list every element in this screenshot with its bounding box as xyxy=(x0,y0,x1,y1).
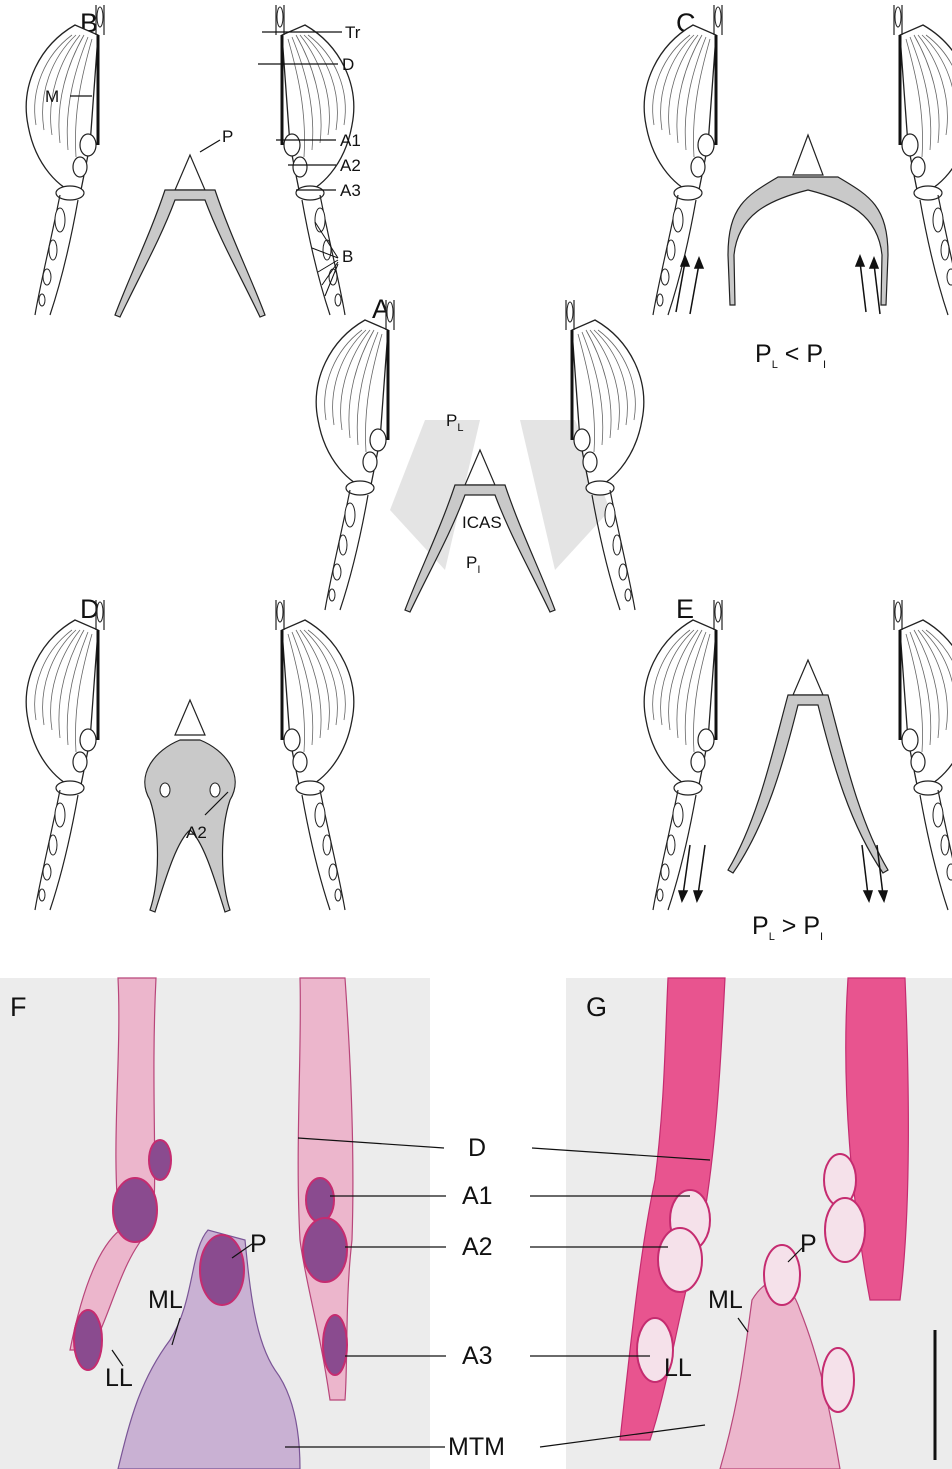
caption-c: PL < PI xyxy=(755,340,826,371)
g-cartilage-p xyxy=(764,1245,800,1305)
label-a1-fg: A1 xyxy=(462,1182,493,1210)
g-cartilage-r-3 xyxy=(822,1348,854,1412)
label-ll-g: LL xyxy=(664,1354,692,1382)
label-d-b: D xyxy=(342,55,354,74)
label-a2-fg: A2 xyxy=(462,1233,493,1261)
label-ml-g: ML xyxy=(708,1286,743,1314)
label-a1-b: A1 xyxy=(340,131,361,150)
f-cartilage-r-a1 xyxy=(306,1178,334,1222)
panel-g: G P ML LL xyxy=(566,978,952,1469)
label-pi-a: PI xyxy=(466,553,480,576)
label-m: M xyxy=(45,87,59,106)
f-cartilage-p xyxy=(200,1235,244,1305)
label-p-f: P xyxy=(250,1230,267,1258)
label-p-b: P xyxy=(222,127,233,146)
f-cartilage-a1 xyxy=(149,1140,171,1180)
label-a3-b: A3 xyxy=(340,181,361,200)
f-cartilage-r-a2 xyxy=(303,1218,347,1282)
panel-c: C PL < PI xyxy=(644,5,952,371)
label-a2-d: A2 xyxy=(186,823,207,842)
caption-e: PL > PI xyxy=(752,912,823,943)
panel-e: E PL > PI xyxy=(644,594,952,943)
label-p-g: P xyxy=(800,1230,817,1258)
label-tr: Tr xyxy=(345,23,361,42)
g-cartilage-r-2 xyxy=(825,1198,865,1262)
label-ml-f: ML xyxy=(148,1286,183,1314)
panel-a: A PL ICAS PI xyxy=(316,294,644,612)
g-cartilage-a2 xyxy=(658,1228,702,1292)
label-a3-fg: A3 xyxy=(462,1342,493,1370)
panel-f-letter: F xyxy=(10,992,27,1022)
panel-e-letter: E xyxy=(676,594,694,624)
panel-g-letter: G xyxy=(586,992,607,1022)
panel-d: D A2 xyxy=(26,594,354,912)
label-a2-b: A2 xyxy=(340,156,361,175)
label-mtm: MTM xyxy=(448,1433,505,1461)
f-cartilage-ll xyxy=(74,1310,102,1370)
f-cartilage-r-a3 xyxy=(323,1315,347,1375)
label-icas: ICAS xyxy=(462,513,502,532)
label-b-bronchial: B xyxy=(342,247,353,266)
panel-b: B Tr D M P A1 A2 A3 B xyxy=(26,5,361,317)
f-cartilage-a2 xyxy=(113,1178,157,1242)
label-d-fg: D xyxy=(468,1134,486,1162)
label-ll-f: LL xyxy=(105,1364,133,1392)
panel-f: F P ML LL xyxy=(0,978,430,1469)
